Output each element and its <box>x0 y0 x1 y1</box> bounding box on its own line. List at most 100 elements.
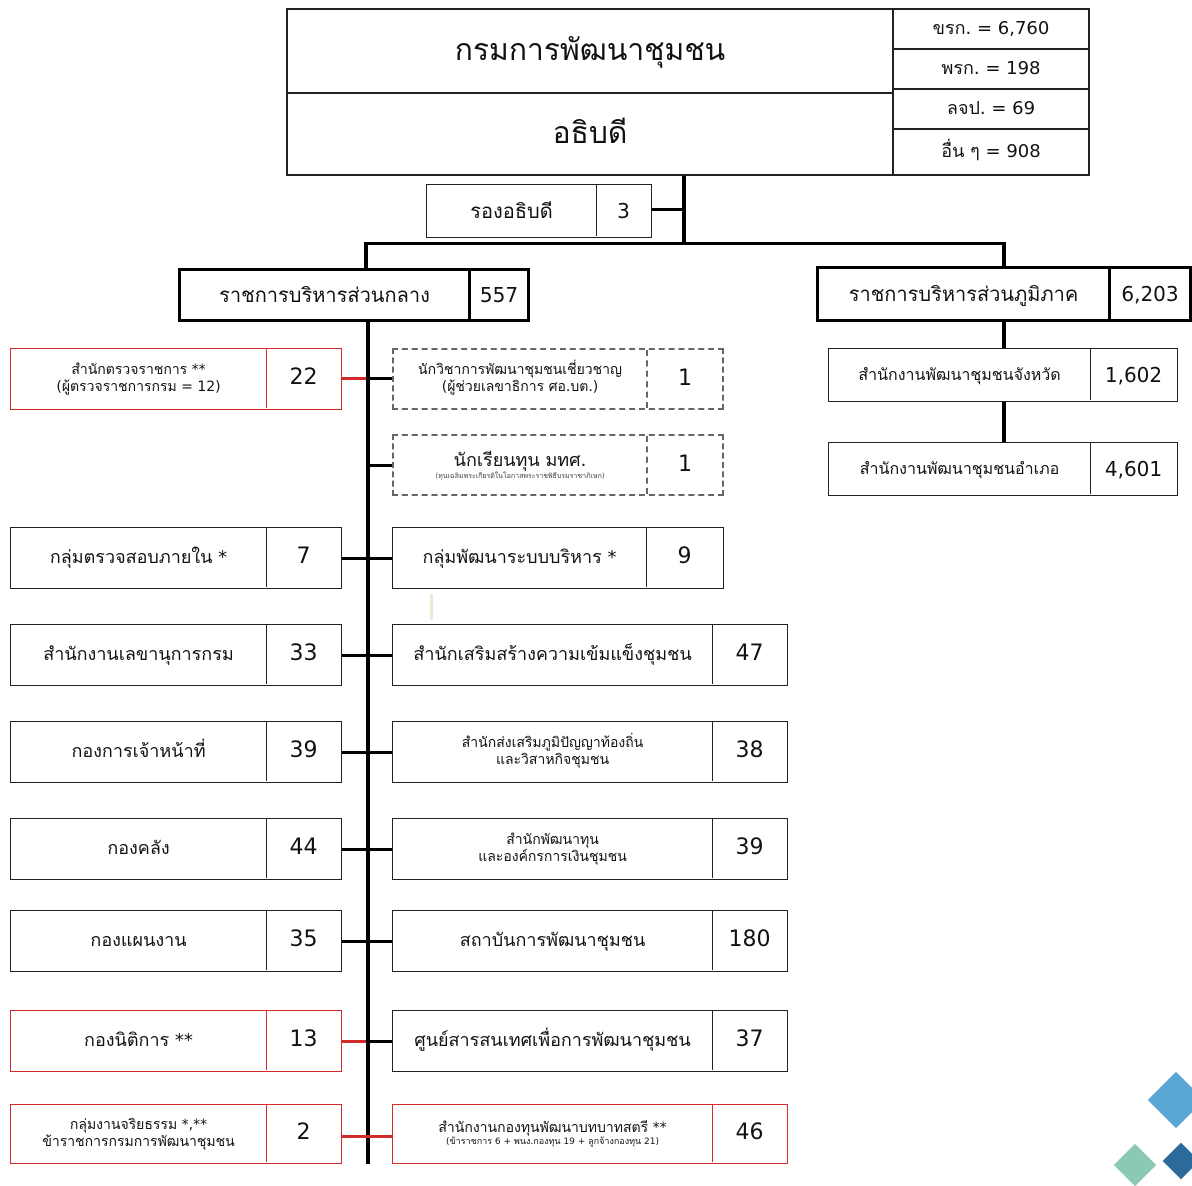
provincial-label: สำนักงานพัฒนาชุมชนจังหวัด <box>829 349 1091 400</box>
faint-mark <box>430 594 433 620</box>
unit-label: นักเรียนทุน มทศ. (ทุนเฉลิมพระเกียรติในโอ… <box>394 436 648 494</box>
unit-box: กองนิติการ ** 13 <box>10 1010 342 1072</box>
unit-label: สำนักส่งเสริมภูมิปัญญาท้องถิ่น และวิสาหก… <box>393 722 713 781</box>
connector-line <box>342 940 368 943</box>
connector-line <box>342 751 368 754</box>
unit-count: 37 <box>735 1027 764 1053</box>
unit-label: นักวิชาการพัฒนาชุมชนเชี่ยวชาญ (ผู้ช่วยเล… <box>394 350 648 408</box>
unit-count: 13 <box>289 1027 318 1053</box>
stat-cell: อื่น ๆ = 908 <box>941 141 1041 163</box>
unit-count: 39 <box>735 835 764 861</box>
connector-line <box>366 464 394 467</box>
connector-line <box>342 654 368 657</box>
unit-count: 1 <box>678 451 692 477</box>
unit-label: สำนักเสริมสร้างความเข้มแข็งชุมชน <box>393 625 713 684</box>
unit-count: 9 <box>677 544 692 570</box>
unit-label: ศูนย์สารสนเทศเพื่อการพัฒนาชุมชน <box>393 1011 713 1070</box>
connector-line <box>342 557 368 560</box>
central-count: 557 <box>479 283 519 307</box>
header-block: กรมการพัฒนาชุมชน อธิบดี ขรก. = 6,760 พรก… <box>286 8 1090 176</box>
connector-line <box>366 848 394 851</box>
connector-line <box>364 242 1006 245</box>
unit-box: สำนักส่งเสริมภูมิปัญญาท้องถิ่น และวิสาหก… <box>392 721 788 783</box>
unit-count: 1 <box>678 365 692 391</box>
unit-count: 22 <box>289 365 318 391</box>
connector-line <box>366 1135 394 1138</box>
district-label: สำนักงานพัฒนาชุมชนอำเภอ <box>829 443 1091 494</box>
unit-label: กองแผนงาน <box>11 911 267 970</box>
connector-line <box>682 174 686 244</box>
unit-box: สำนักตรวจราชการ ** (ผู้ตรวจราชการกรม = 1… <box>10 348 342 410</box>
connector-line <box>366 557 394 560</box>
unit-label: สำนักพัฒนาทุน และองค์กรการเงินชุมชน <box>393 819 713 878</box>
unit-count: 33 <box>289 641 318 667</box>
unit-box: สำนักงานเลขานุการกรม 33 <box>10 624 342 686</box>
unit-label: สถาบันการพัฒนาชุมชน <box>393 911 713 970</box>
unit-count: 46 <box>735 1120 764 1146</box>
unit-box: สำนักพัฒนาทุน และองค์กรการเงินชุมชน 39 <box>392 818 788 880</box>
unit-label: กลุ่มพัฒนาระบบบริหาร * <box>393 528 647 587</box>
unit-label: กองนิติการ ** <box>11 1011 267 1070</box>
unit-count: 180 <box>728 927 771 953</box>
unit-box: กองการเจ้าหน้าที่ 39 <box>10 721 342 783</box>
unit-box: นักวิชาการพัฒนาชุมชนเชี่ยวชาญ (ผู้ช่วยเล… <box>392 348 724 410</box>
provincial-box: สำนักงานพัฒนาชุมชนจังหวัด 1,602 <box>828 348 1178 402</box>
divider <box>892 10 894 174</box>
unit-count: 38 <box>735 738 764 764</box>
unit-label: กลุ่มตรวจสอบภายใน * <box>11 528 267 587</box>
regional-label: ราชการบริหารส่วนภูมิภาค <box>819 269 1111 319</box>
regional-count: 6,203 <box>1121 282 1179 306</box>
unit-count: 2 <box>296 1120 311 1146</box>
unit-count: 7 <box>296 544 311 570</box>
unit-count: 35 <box>289 927 318 953</box>
central-box: ราชการบริหารส่วนกลาง 557 <box>178 268 530 322</box>
connector-line <box>1002 242 1006 268</box>
connector-line <box>342 1040 368 1043</box>
connector-line <box>650 208 684 211</box>
connector-line <box>366 1040 394 1043</box>
connector-line <box>1002 320 1006 350</box>
district-box: สำนักงานพัฒนาชุมชนอำเภอ 4,601 <box>828 442 1178 496</box>
connector-line <box>366 320 370 1164</box>
connector-line <box>366 940 394 943</box>
unit-box: สำนักเสริมสร้างความเข้มแข็งชุมชน 47 <box>392 624 788 686</box>
unit-box: กลุ่มตรวจสอบภายใน * 7 <box>10 527 342 589</box>
corner-logo-icon <box>1113 1143 1157 1186</box>
district-count: 4,601 <box>1104 456 1163 481</box>
unit-box: ศูนย์สารสนเทศเพื่อการพัฒนาชุมชน 37 <box>392 1010 788 1072</box>
unit-box: กองแผนงาน 35 <box>10 910 342 972</box>
unit-box: สถาบันการพัฒนาชุมชน 180 <box>392 910 788 972</box>
connector-line <box>366 751 394 754</box>
stat-cell: พรก. = 198 <box>894 50 1088 90</box>
unit-box: กลุ่มงานจริยธรรม *,** ข้าราชการกรมการพัฒ… <box>10 1104 342 1164</box>
deputy-count: 3 <box>617 198 630 223</box>
unit-label: สำนักงานเลขานุการกรม <box>11 625 267 684</box>
connector-line <box>1002 402 1006 446</box>
unit-label: กลุ่มงานจริยธรรม *,** ข้าราชการกรมการพัฒ… <box>11 1105 267 1162</box>
unit-label: สำนักงานกองทุนพัฒนาบทบาทสตรี ** (ข้าราชก… <box>393 1105 713 1162</box>
unit-box: กองคลัง 44 <box>10 818 342 880</box>
unit-count: 47 <box>735 641 764 667</box>
unit-box: นักเรียนทุน มทศ. (ทุนเฉลิมพระเกียรติในโอ… <box>392 434 724 496</box>
unit-label: กองการเจ้าหน้าที่ <box>11 722 267 781</box>
unit-label: สำนักตรวจราชการ ** (ผู้ตรวจราชการกรม = 1… <box>11 349 267 408</box>
unit-box: สำนักงานกองทุนพัฒนาบทบาทสตรี ** (ข้าราชก… <box>392 1104 788 1164</box>
corner-logo-icon <box>1162 1142 1192 1180</box>
deputy-label: รองอธิบดี <box>427 185 597 236</box>
connector-line <box>342 377 368 380</box>
unit-count: 39 <box>289 738 318 764</box>
stat-cell: ขรก. = 6,760 <box>894 10 1088 50</box>
connector-line <box>364 242 368 268</box>
unit-count: 44 <box>289 835 318 861</box>
director-title: อธิบดี <box>552 116 628 151</box>
unit-box: กลุ่มพัฒนาระบบบริหาร * 9 <box>392 527 724 589</box>
connector-line <box>342 1135 368 1138</box>
department-name: กรมการพัฒนาชุมชน <box>454 33 726 68</box>
central-label: ราชการบริหารส่วนกลาง <box>181 271 471 319</box>
divider <box>288 92 892 94</box>
connector-line <box>342 848 368 851</box>
connector-line <box>366 654 394 657</box>
deputy-box: รองอธิบดี 3 <box>426 184 652 238</box>
connector-line <box>366 377 394 380</box>
unit-label: กองคลัง <box>11 819 267 878</box>
